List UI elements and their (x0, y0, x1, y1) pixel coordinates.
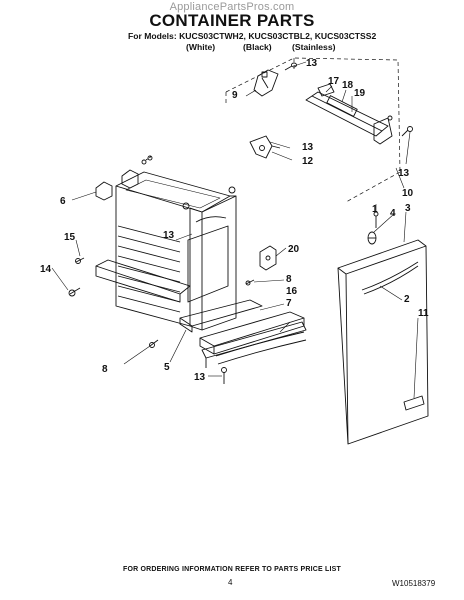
callout-13-bracket: 13 (302, 142, 314, 153)
variant-stainless: (Stainless) (292, 42, 336, 52)
callout-13-right: 13 (398, 168, 410, 179)
side-bracket-part (249, 135, 281, 159)
callout-9: 9 (232, 90, 238, 101)
models-line: For Models: KUCS03CTWH2, KUCS03CTBL2, KU… (128, 31, 377, 41)
callout-13-bottom: 13 (194, 372, 206, 383)
callout-17: 17 (328, 76, 340, 87)
screw-15-part (75, 257, 85, 264)
screw-8-right-part (245, 279, 255, 286)
container-housing-part (115, 171, 237, 331)
callout-8-right: 8 (286, 274, 292, 285)
door-panel-part (337, 239, 429, 445)
variant-white: (White) (186, 42, 216, 52)
hinge-rail-part (305, 83, 393, 145)
callout-3: 3 (405, 203, 411, 214)
callout-19: 19 (354, 88, 366, 99)
screw-13-bottom-part (221, 367, 227, 384)
kick-plate-part (201, 321, 307, 368)
callout-4: 4 (390, 208, 396, 219)
callout-14: 14 (40, 264, 52, 275)
ordering-footer: FOR ORDERING INFORMATION REFER TO PARTS … (122, 566, 342, 573)
callout-7: 7 (286, 298, 292, 309)
fastener-cluster-part (95, 155, 153, 201)
callout-1: 1 (372, 204, 378, 215)
callout-6: 6 (60, 196, 66, 207)
callout-2: 2 (404, 294, 410, 305)
callout-13-top: 13 (306, 58, 318, 69)
callout-12: 12 (302, 156, 314, 167)
page-number: 4 (228, 578, 233, 587)
screw-8-left-part (149, 339, 159, 348)
page-title: CONTAINER PARTS (149, 11, 315, 30)
callout-5: 5 (164, 362, 170, 373)
callout-16: 16 (286, 286, 298, 297)
door-trim-part (403, 395, 425, 411)
top-bracket-part (253, 69, 279, 97)
callout-20: 20 (288, 244, 300, 255)
screw-right-part (401, 126, 413, 137)
callout-11: 11 (418, 308, 429, 319)
screw-14-part (68, 287, 81, 297)
callout-8-left: 8 (102, 364, 108, 375)
document-number: W10518379 (392, 579, 436, 588)
screw-top-part (284, 62, 297, 71)
base-rail-part (95, 259, 263, 333)
callout-labels: 1 2 3 4 5 6 7 8 8 9 10 11 12 13 13 13 13… (40, 58, 429, 383)
callout-18: 18 (342, 80, 354, 91)
callout-13-middle: 13 (163, 230, 175, 241)
watermark: AppliancePartsPros.com (169, 1, 295, 13)
variant-black: (Black) (243, 42, 272, 52)
callout-15: 15 (64, 232, 76, 243)
callout-10: 10 (402, 188, 414, 199)
clip-bracket-part (259, 245, 277, 271)
grille-part (199, 311, 305, 355)
leader-lines (51, 61, 419, 399)
door-plug-part (367, 231, 377, 245)
